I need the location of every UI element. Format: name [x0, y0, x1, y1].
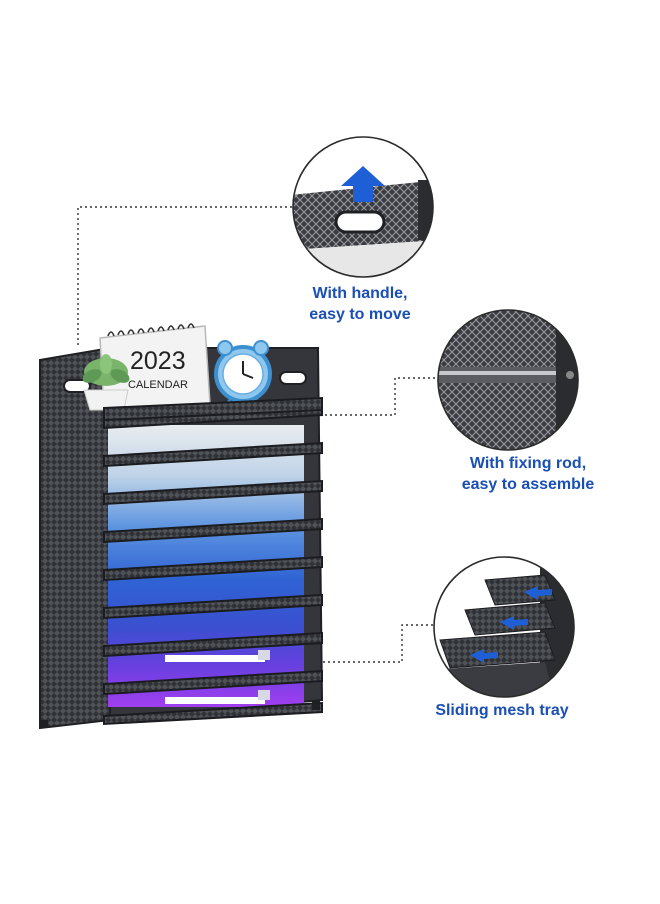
handle-cutout-right: [279, 371, 307, 385]
succulent-plant: [82, 354, 130, 411]
leader-line-tray: [318, 624, 434, 663]
caption-handle-line2: easy to move: [309, 306, 411, 323]
leader-lines: [77, 206, 438, 663]
folder-label: [165, 697, 265, 704]
detail-handle: [292, 136, 434, 278]
calendar-label: CALENDAR: [128, 379, 188, 391]
detail-fixing-rod: [437, 309, 579, 451]
leader-line-handle: [77, 206, 293, 345]
caption-fixing-rod: With fixing rod, easy to assemble: [448, 453, 608, 495]
caption-rod-line2: easy to assemble: [461, 476, 595, 493]
top-shelf-edge: [103, 396, 323, 422]
leader-line-rod: [325, 377, 438, 416]
caption-tray-line1: Sliding mesh tray: [435, 702, 569, 719]
organizer-leg: [312, 700, 320, 710]
alarm-clock: [214, 340, 272, 407]
folder-ring: [258, 690, 270, 700]
folder-ring: [258, 650, 270, 660]
caption-handle-line1: With handle,: [312, 285, 408, 302]
organizer-leg: [40, 720, 48, 728]
handle-hole: [334, 210, 386, 234]
handle-cutout-left: [63, 379, 91, 393]
caption-handle: With handle, easy to move: [282, 283, 438, 325]
caption-rod-line1: With fixing rod,: [469, 455, 587, 472]
caption-sliding-tray: Sliding mesh tray: [420, 700, 584, 721]
slide-arrow-icon: [470, 586, 552, 663]
detail-sliding-tray: [433, 556, 575, 698]
up-arrow-icon: [341, 166, 385, 202]
folder-label: [165, 655, 265, 662]
calendar-year: 2023: [130, 347, 186, 375]
mesh-file-organizer: [39, 346, 324, 730]
